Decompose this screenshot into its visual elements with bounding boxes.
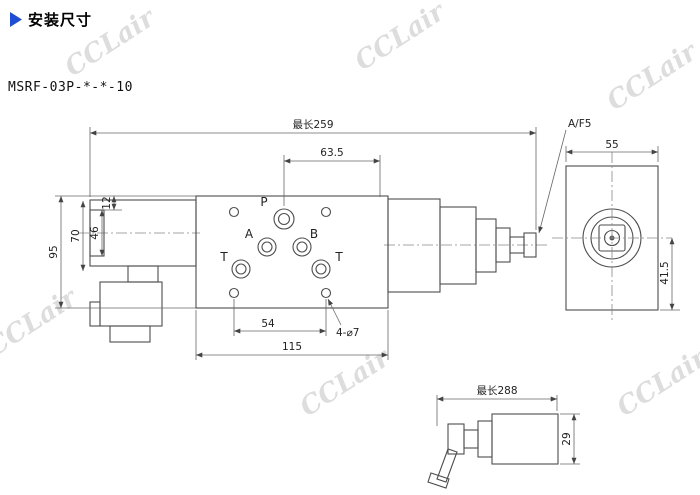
dim-height-total: 95 [48,245,60,258]
dim-mount-holes: 4-⌀7 [336,327,359,339]
dim-height-cap: 46 [89,226,101,240]
dim-body-width: 115 [282,341,302,353]
dim-center-to-bottom: 41.5 [659,261,671,284]
side-view-dimensions: 55 41.5 [565,139,680,311]
port-label-p: P [260,195,267,209]
dim-detail-diameter: 29 [561,432,573,445]
dim-top-step: 12 [101,196,113,209]
dim-side-width: 55 [605,139,618,151]
dim-hole-spacing: 54 [261,318,275,330]
side-view: 55 41.5 [552,139,680,322]
main-view: P A B T T 最长259 63.5 95 [48,118,591,360]
lever-foot [427,472,450,489]
port-label-t-right: T [334,250,343,264]
dimension-annotations: 最长259 63.5 95 70 46 12 [48,118,591,360]
port-circles [228,206,332,299]
solenoid-assembly [89,199,197,343]
title-marker-icon [10,12,22,27]
dim-height-solenoid: 70 [70,229,82,242]
relief-valve-section [387,198,537,293]
dim-overall-length: 最长259 [292,119,333,131]
blue-triangle-icon [10,12,22,27]
detail-dimensions: 最长288 29 [436,385,580,465]
lever-arm [436,448,458,483]
port-label-b: B [310,227,318,241]
dim-detail-length: 最长288 [476,385,517,397]
centerline [78,232,548,246]
detail-view: 最长288 29 [427,385,580,489]
model-number: MSRF-03P-*-*-10 [8,80,133,95]
port-label-a: A [245,227,254,241]
section-header: 安装尺寸 [10,9,92,30]
dim-top-offset: 63.5 [320,147,343,159]
page-title: 安装尺寸 [28,12,93,29]
dim-wrench-flats: A/F5 [568,118,591,130]
port-label-t-left: T [219,250,228,264]
